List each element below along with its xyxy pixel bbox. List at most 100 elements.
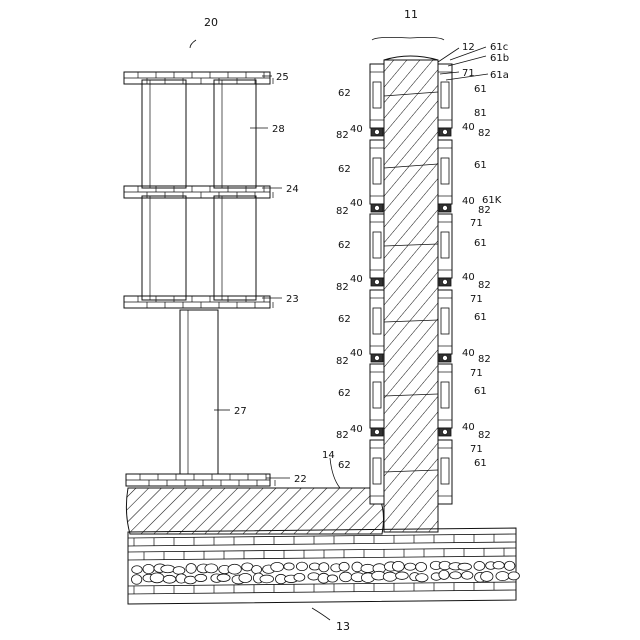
stone xyxy=(392,561,404,571)
label-25: 25 xyxy=(276,72,289,83)
label-40-r2: 40 xyxy=(462,196,475,207)
label-82-r3: 82 xyxy=(478,280,491,291)
label-71-r2: 71 xyxy=(470,218,483,229)
stone xyxy=(319,563,329,572)
stone xyxy=(493,562,504,569)
label-20: 20 xyxy=(204,16,218,29)
ring xyxy=(443,206,448,211)
plate-25 xyxy=(124,72,273,84)
label-62-l4: 62 xyxy=(338,314,351,325)
label-40-l5: 40 xyxy=(350,424,363,435)
block-insert xyxy=(373,82,381,108)
stone xyxy=(383,572,397,581)
brick-course xyxy=(128,556,516,560)
stone xyxy=(143,564,154,573)
label-82-l1: 82 xyxy=(336,130,349,141)
brick-course xyxy=(128,590,516,594)
label-61-r4: 61 xyxy=(474,312,487,323)
stone xyxy=(132,566,142,574)
label-40-l2: 40 xyxy=(350,198,363,209)
label-71-r3: 71 xyxy=(470,294,483,305)
label-82-l3: 82 xyxy=(336,282,349,293)
wall-block-left-5 xyxy=(370,364,384,436)
stone xyxy=(294,573,305,581)
stone xyxy=(450,572,462,579)
ring xyxy=(443,430,448,435)
label-71-top: 71 xyxy=(462,68,475,79)
label-61-r2: 61 xyxy=(474,160,487,171)
stone xyxy=(327,575,337,582)
ring xyxy=(375,280,380,285)
stone xyxy=(405,563,416,570)
stone xyxy=(439,570,449,579)
block-insert xyxy=(373,158,381,184)
label-23: 23 xyxy=(286,294,299,305)
stone xyxy=(458,563,471,570)
label-11: 11 xyxy=(404,8,418,21)
stone xyxy=(474,561,485,570)
label-40-r5: 40 xyxy=(462,422,475,433)
label-61-r6: 61 xyxy=(474,458,487,469)
block-insert xyxy=(441,382,449,408)
stone xyxy=(205,564,218,573)
label-62-l5: 62 xyxy=(338,388,351,399)
block-insert xyxy=(441,82,449,108)
stone xyxy=(132,575,142,585)
brick-course xyxy=(128,548,516,552)
stone xyxy=(163,575,176,583)
wall-block-left-4 xyxy=(370,290,384,362)
block-insert xyxy=(441,458,449,484)
stone xyxy=(462,572,473,580)
ring xyxy=(443,130,448,135)
wall-core xyxy=(384,60,438,532)
ring xyxy=(375,206,380,211)
block-insert xyxy=(373,232,381,258)
ring xyxy=(375,430,380,435)
stone xyxy=(481,572,493,582)
stone xyxy=(217,574,230,581)
stone xyxy=(396,572,409,580)
stone xyxy=(340,572,352,582)
stone xyxy=(271,562,284,571)
brick-course xyxy=(128,542,516,546)
plate-23 xyxy=(124,296,273,308)
wall-block-right-1 xyxy=(438,64,452,136)
stone xyxy=(173,567,185,575)
plate-22 xyxy=(126,474,275,486)
label-61c: 61c xyxy=(490,42,508,53)
stone xyxy=(352,562,362,572)
label-12: 12 xyxy=(462,42,475,53)
column-27 xyxy=(180,310,218,474)
stone xyxy=(186,564,196,574)
wall-block-left-2 xyxy=(370,140,384,212)
label-82-l4: 82 xyxy=(336,356,349,367)
ring xyxy=(375,130,380,135)
block-insert xyxy=(441,158,449,184)
stone xyxy=(296,562,307,570)
wall xyxy=(370,56,452,532)
label-82-r4: 82 xyxy=(478,354,491,365)
column-assembly xyxy=(124,72,275,486)
label-81: 81 xyxy=(474,108,487,119)
stone xyxy=(416,562,427,571)
label-13: 13 xyxy=(336,620,350,633)
label-71-r4: 71 xyxy=(470,368,483,379)
label-71-r5: 71 xyxy=(470,444,483,455)
wall-block-right-4 xyxy=(438,290,452,362)
label-62-l6: 62 xyxy=(338,460,351,471)
foundation-stones xyxy=(132,561,520,584)
label-24: 24 xyxy=(286,184,299,195)
label-40-l3: 40 xyxy=(350,274,363,285)
label-61a: 61a xyxy=(490,70,509,81)
label-14: 14 xyxy=(322,450,335,461)
block-insert xyxy=(373,308,381,334)
block-insert xyxy=(441,308,449,334)
label-61-r3: 61 xyxy=(474,238,487,249)
ground-layer xyxy=(126,488,383,534)
block-insert xyxy=(373,382,381,408)
label-28: 28 xyxy=(272,124,285,135)
label-40-l4: 40 xyxy=(350,348,363,359)
wall-block-right-5 xyxy=(438,364,452,436)
label-22: 22 xyxy=(294,474,307,485)
